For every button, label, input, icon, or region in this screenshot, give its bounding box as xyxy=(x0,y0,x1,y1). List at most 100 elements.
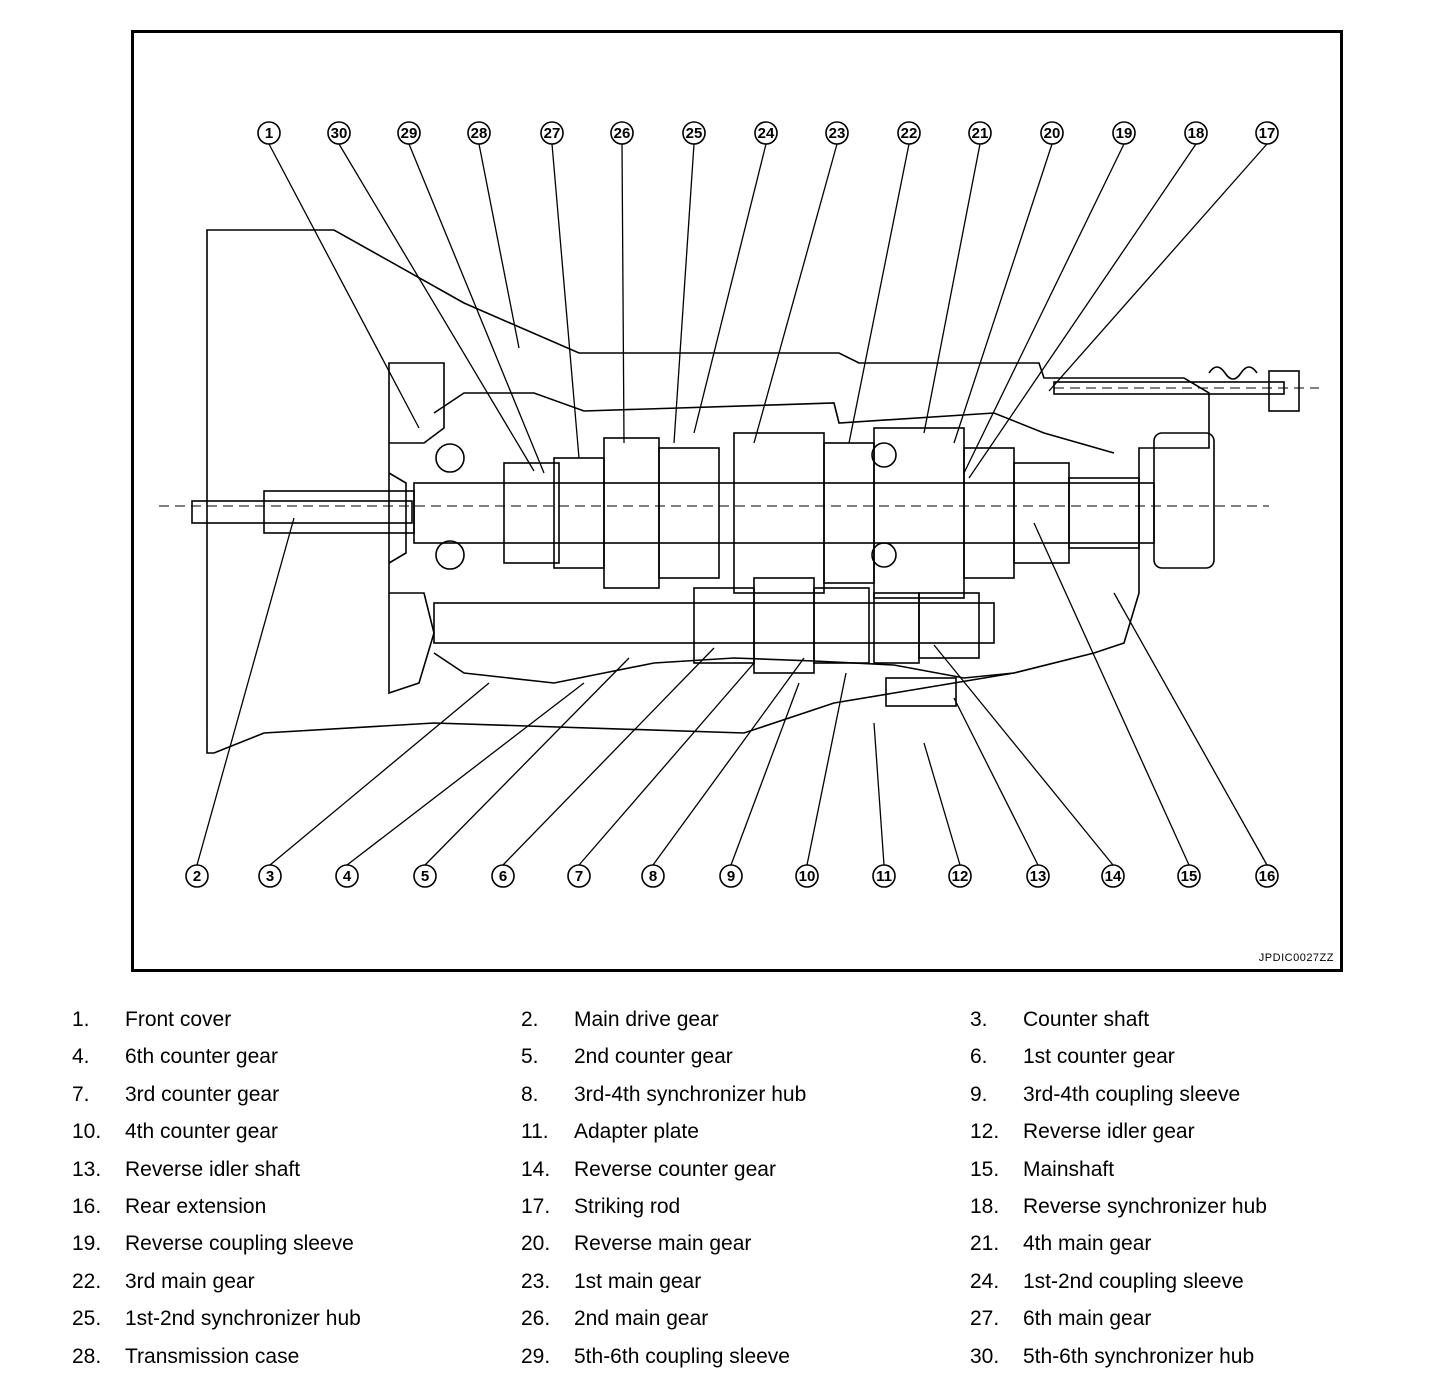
legend-number: 7. xyxy=(72,1082,90,1106)
svg-text:6: 6 xyxy=(499,868,507,885)
leader-line-27 xyxy=(551,143,580,459)
leader-line-9 xyxy=(730,682,800,866)
counter-shaft xyxy=(433,602,995,644)
svg-text:17: 17 xyxy=(1259,125,1276,142)
reverse-idler-shaft xyxy=(885,677,957,707)
leader-line-17 xyxy=(1048,143,1268,392)
figure-code: JPDIC0027ZZ xyxy=(1258,952,1334,964)
leader-line-1 xyxy=(268,143,420,429)
legend-number: 11. xyxy=(521,1120,549,1144)
svg-text:23: 23 xyxy=(829,125,846,142)
svg-text:11: 11 xyxy=(876,868,892,885)
callout-17: 17 xyxy=(1255,121,1279,145)
legend-number: 25. xyxy=(72,1307,102,1331)
legend-label: 5th-6th coupling sleeve xyxy=(574,1344,790,1368)
legend-label: 2nd main gear xyxy=(574,1307,709,1331)
svg-text:27: 27 xyxy=(544,125,561,142)
legend-label: Reverse idler shaft xyxy=(125,1157,301,1181)
leader-line-2 xyxy=(196,517,295,866)
svg-text:9: 9 xyxy=(727,868,735,885)
svg-text:24: 24 xyxy=(758,125,775,142)
leader-line-10 xyxy=(806,672,847,866)
legend-label: Adapter plate xyxy=(574,1120,699,1144)
callout-9: 9 xyxy=(719,864,743,888)
leader-line-5 xyxy=(424,657,630,866)
leader-line-18 xyxy=(968,143,1197,479)
legend-number: 23. xyxy=(521,1269,551,1293)
svg-text:12: 12 xyxy=(952,868,969,885)
legend-label: Reverse synchronizer hub xyxy=(1023,1195,1267,1218)
legend-label: Reverse counter gear xyxy=(574,1157,776,1181)
svg-text:30: 30 xyxy=(331,125,348,142)
callout-18: 18 xyxy=(1184,121,1208,145)
callout-29: 29 xyxy=(397,121,421,145)
legend-label: Rear extension xyxy=(125,1195,267,1218)
legend-label: 3rd counter gear xyxy=(125,1082,280,1106)
legend-label: Reverse idler gear xyxy=(1023,1120,1195,1144)
svg-text:8: 8 xyxy=(649,868,657,885)
callout-22: 22 xyxy=(897,121,921,145)
leader-line-25 xyxy=(673,143,695,444)
legend-number: 6. xyxy=(970,1045,988,1069)
callout-21: 21 xyxy=(968,121,992,145)
svg-text:5: 5 xyxy=(421,868,429,885)
svg-text:15: 15 xyxy=(1181,868,1198,885)
leader-line-6 xyxy=(502,647,715,866)
leader-line-13 xyxy=(953,697,1039,866)
legend-number: 1. xyxy=(72,1008,90,1031)
svg-text:3: 3 xyxy=(266,868,274,885)
legend-number: 26. xyxy=(521,1307,551,1331)
legend-label: 1st counter gear xyxy=(1023,1045,1175,1069)
legend-label: Reverse coupling sleeve xyxy=(125,1232,354,1256)
leader-line-16 xyxy=(1113,592,1268,866)
legend-number: 4. xyxy=(72,1045,90,1069)
leader-line-23 xyxy=(753,143,838,444)
svg-text:26: 26 xyxy=(614,125,631,142)
legend-number: 20. xyxy=(521,1232,551,1256)
callout-24: 24 xyxy=(754,121,778,145)
callout-3: 3 xyxy=(258,864,282,888)
legend-label: 3rd-4th coupling sleeve xyxy=(1023,1082,1241,1106)
callout-14: 14 xyxy=(1101,864,1125,888)
legend-label: Counter shaft xyxy=(1023,1008,1150,1031)
leader-line-21 xyxy=(923,143,981,434)
callout-13: 13 xyxy=(1026,864,1050,888)
striking-rod xyxy=(1053,381,1285,395)
leader-line-28 xyxy=(478,143,520,349)
leader-line-20 xyxy=(953,143,1053,444)
front-cover-outline xyxy=(388,362,445,695)
callout-8: 8 xyxy=(641,864,665,888)
svg-text:22: 22 xyxy=(901,125,918,142)
callout-30: 30 xyxy=(327,121,351,145)
legend-number: 5. xyxy=(521,1045,539,1069)
svg-text:2: 2 xyxy=(193,868,201,885)
legend-number: 21. xyxy=(970,1232,1000,1256)
leader-line-22 xyxy=(848,143,910,444)
leader-line-8 xyxy=(652,657,805,866)
callout-19: 19 xyxy=(1112,121,1136,145)
svg-text:10: 10 xyxy=(799,868,816,885)
leader-line-29 xyxy=(408,143,545,474)
legend-number: 15. xyxy=(970,1157,1000,1181)
legend-label: 6th counter gear xyxy=(125,1045,278,1069)
legend-number: 10. xyxy=(72,1120,102,1144)
leader-line-14 xyxy=(933,644,1114,866)
legend-number: 12. xyxy=(970,1120,1000,1144)
legend-number: 8. xyxy=(521,1082,539,1106)
callout-27: 27 xyxy=(540,121,564,145)
legend-label: 4th counter gear xyxy=(125,1120,278,1144)
callout-1: 1 xyxy=(257,121,281,145)
legend-label: 1st-2nd coupling sleeve xyxy=(1023,1269,1244,1293)
svg-text:7: 7 xyxy=(575,868,583,885)
leader-line-15 xyxy=(1033,522,1190,866)
legend-number: 2. xyxy=(521,1008,539,1031)
callout-28: 28 xyxy=(467,121,491,145)
callout-6: 6 xyxy=(491,864,515,888)
legend-number: 17. xyxy=(521,1195,551,1218)
legend-label: Reverse main gear xyxy=(574,1232,752,1256)
legend-number: 29. xyxy=(521,1344,551,1368)
legend-label: 1st main gear xyxy=(574,1269,702,1293)
svg-text:4: 4 xyxy=(343,868,352,885)
legend-label: 5th-6th synchronizer hub xyxy=(1023,1344,1255,1368)
